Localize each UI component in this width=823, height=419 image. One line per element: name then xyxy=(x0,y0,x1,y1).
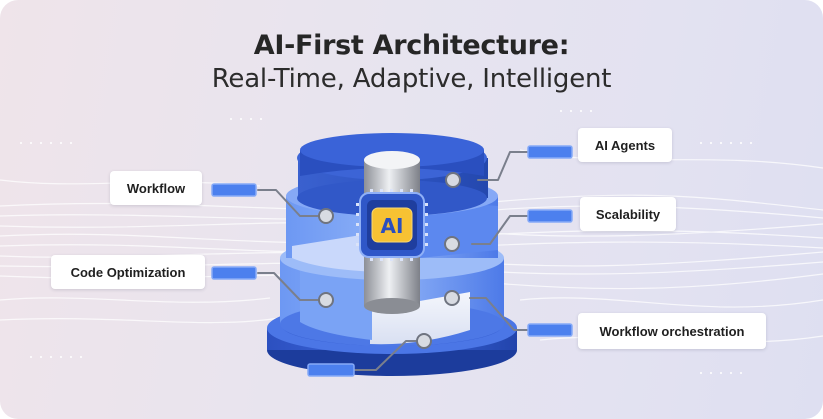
connector-lines xyxy=(257,151,529,371)
ai-chip-icon xyxy=(356,189,428,261)
chip-label-text: AI xyxy=(381,214,404,238)
page-title: AI-First Architecture: xyxy=(253,30,570,61)
label-ai-agents: AI Agents xyxy=(578,128,672,162)
connector-tabs xyxy=(211,145,573,377)
label-workflow: Workflow xyxy=(110,171,202,205)
background-dot-rows xyxy=(20,110,752,374)
label-code-optimization: Code Optimization xyxy=(51,255,205,289)
connector-dots xyxy=(318,172,461,349)
chip-label: AI xyxy=(381,214,404,238)
label-workflow-orchestration: Workflow orchestration xyxy=(578,313,766,349)
label-scalability: Scalability xyxy=(580,197,676,231)
page-subtitle: Real-Time, Adaptive, Intelligent xyxy=(211,64,612,94)
